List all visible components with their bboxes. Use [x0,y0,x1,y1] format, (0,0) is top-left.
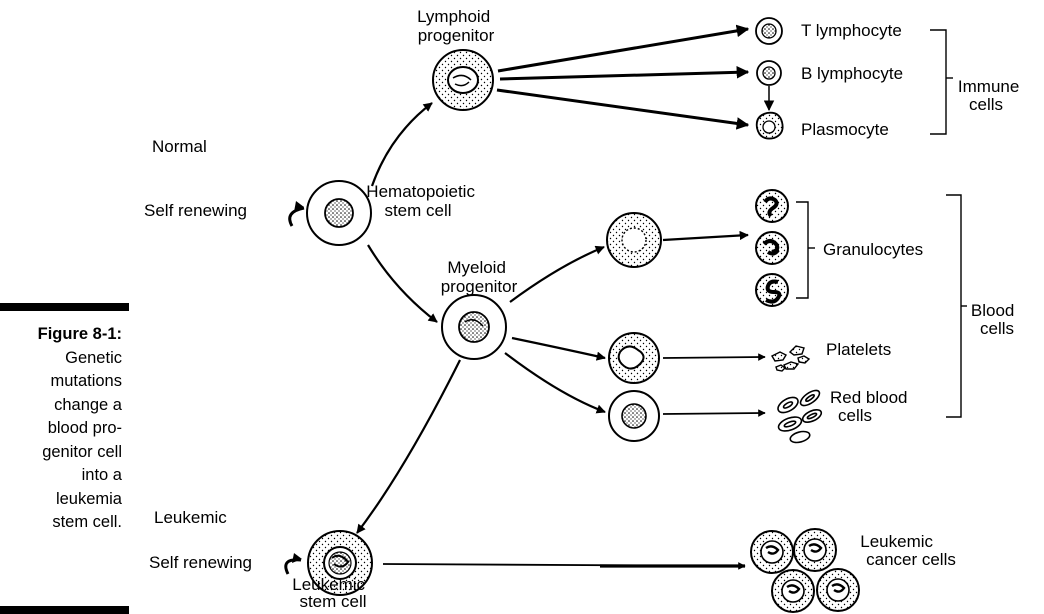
myeloid-progenitor-cell [441,294,507,360]
immune-cells-label: Immune cells [958,77,1024,114]
plasmocyte-label: Plasmocyte [801,120,889,139]
arrow-to-leukemic-stem-cell [356,359,461,534]
leukemic-stem-cell [307,530,373,596]
caption-top-rule [0,303,129,311]
caption-bottom-rule [0,606,129,614]
leukemic-cancer-cell [750,530,794,574]
leukemic-cancer-cell [816,568,860,612]
granulocytes-label: Granulocytes [823,240,923,259]
platelets-label: Platelets [826,340,891,359]
caption-line: change a [54,395,122,414]
arrow-myeloid-to-rbc-precursor [504,352,606,414]
caption-line: leukemia [55,489,122,508]
arrow-to-myeloid [367,244,438,323]
lymphoid-progenitor-cell [432,49,494,111]
arrow-to-t-lymphocyte [497,24,750,73]
b-lymphocyte-label: B lymphocyte [801,64,903,83]
caption-line: blood pro- [47,419,122,437]
normal-label: Normal [152,137,207,156]
caption-line: genitor cell [42,442,122,461]
plasmocyte-cell [755,111,784,140]
granulocyte-cell [755,231,789,265]
hematopoietic-stem-cell [306,180,372,246]
red-blood-cells-label: Red blood cells [830,388,912,425]
t-lymphocyte-label: T lymphocyte [801,21,902,40]
self-renewing-label-top: Self renewing [144,201,247,220]
leukemic-cancer-cells-label: Leukemic cancer cells [860,532,956,569]
granulocyte-precursor-cell [606,212,662,268]
erythroid-precursor-cell [608,390,660,442]
arrow-to-platelets [662,353,766,361]
blood-cells-label: Blood cells [971,301,1019,338]
leukemic-label: Leukemic [154,508,227,527]
granulocyte-cell [755,273,789,307]
self-renewing-arrow-bottom [284,553,302,575]
arrow-to-plasmocyte [496,88,750,130]
self-renewing-arrow-top [288,201,305,227]
leukemic-stem-cell-label: Leukemic stem cell [292,575,370,611]
arrow-to-b-lymphocyte [499,66,750,81]
myeloid-progenitor-label: Myeloid progenitor [441,258,518,296]
megakaryocyte-precursor-cell [608,332,660,384]
b-lymphocyte-cell [756,60,782,86]
t-lymphocyte-cell [755,17,783,45]
self-renewing-label-bottom: Self renewing [149,553,252,572]
immune-cells-bracket [930,29,953,135]
lymphoid-progenitor-label: Lymphoid progenitor [417,7,495,45]
blood-cells-bracket [946,194,967,418]
hematopoietic-stem-cell-label: Hematopoietic stem cell [366,182,479,220]
leukemic-cancer-cell [793,528,837,572]
arrow-myeloid-to-platelet-precursor [511,336,606,361]
figure-caption: Figure 8-1: Genetic mutations change a b… [0,323,122,535]
arrow-to-lymphoid [370,102,433,187]
granulocytes-bracket [796,201,815,299]
leukemic-cancer-cell [771,569,815,613]
caption-title: Figure 8-1: [37,325,122,343]
caption-line: mutations [50,372,122,390]
arrow-to-red-blood-cells [662,409,766,417]
arrows [356,24,775,570]
arrow-myeloid-to-granulocyte-precursor [509,245,605,303]
red-blood-cells [777,389,823,444]
arrow-to-granulocytes [662,230,749,242]
granulocyte-cell [755,189,789,223]
caption-line: Genetic [65,348,122,367]
caption-line: stem cell. [52,513,122,531]
platelets-cells [771,345,811,372]
caption-line: into a [81,466,122,484]
